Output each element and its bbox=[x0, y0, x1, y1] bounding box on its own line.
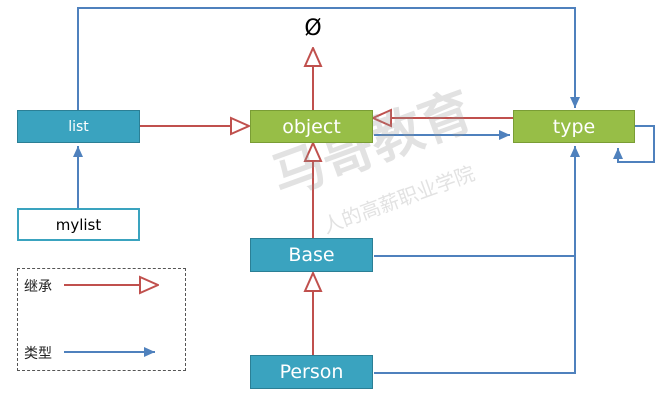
empty-set-label: Ø bbox=[304, 16, 321, 41]
list-label: list bbox=[68, 118, 89, 135]
person-type-arrow bbox=[374, 256, 576, 374]
legend-arrows bbox=[64, 285, 158, 357]
type-self-arrow bbox=[613, 125, 655, 163]
legend bbox=[17, 268, 186, 371]
type-node[interactable]: type bbox=[513, 110, 635, 143]
legend-type-label: 类型 bbox=[24, 346, 52, 362]
base-node[interactable]: Base bbox=[250, 238, 373, 272]
list-type-arrow bbox=[77, 7, 580, 110]
person-label: Person bbox=[279, 361, 344, 383]
object-label: object bbox=[282, 115, 341, 138]
type-label: type bbox=[552, 115, 596, 138]
type-arrows bbox=[73, 7, 655, 374]
inheritance-arrows bbox=[140, 48, 514, 355]
mylist-label: mylist bbox=[55, 215, 102, 234]
mylist-node[interactable]: mylist bbox=[17, 208, 140, 241]
legend-inheritance-label: 继承 bbox=[24, 279, 52, 295]
base-type-arrow bbox=[374, 146, 580, 257]
list-node[interactable]: list bbox=[17, 110, 140, 143]
base-label: Base bbox=[288, 244, 335, 266]
object-node[interactable]: object bbox=[250, 110, 373, 143]
person-node[interactable]: Person bbox=[250, 355, 373, 389]
